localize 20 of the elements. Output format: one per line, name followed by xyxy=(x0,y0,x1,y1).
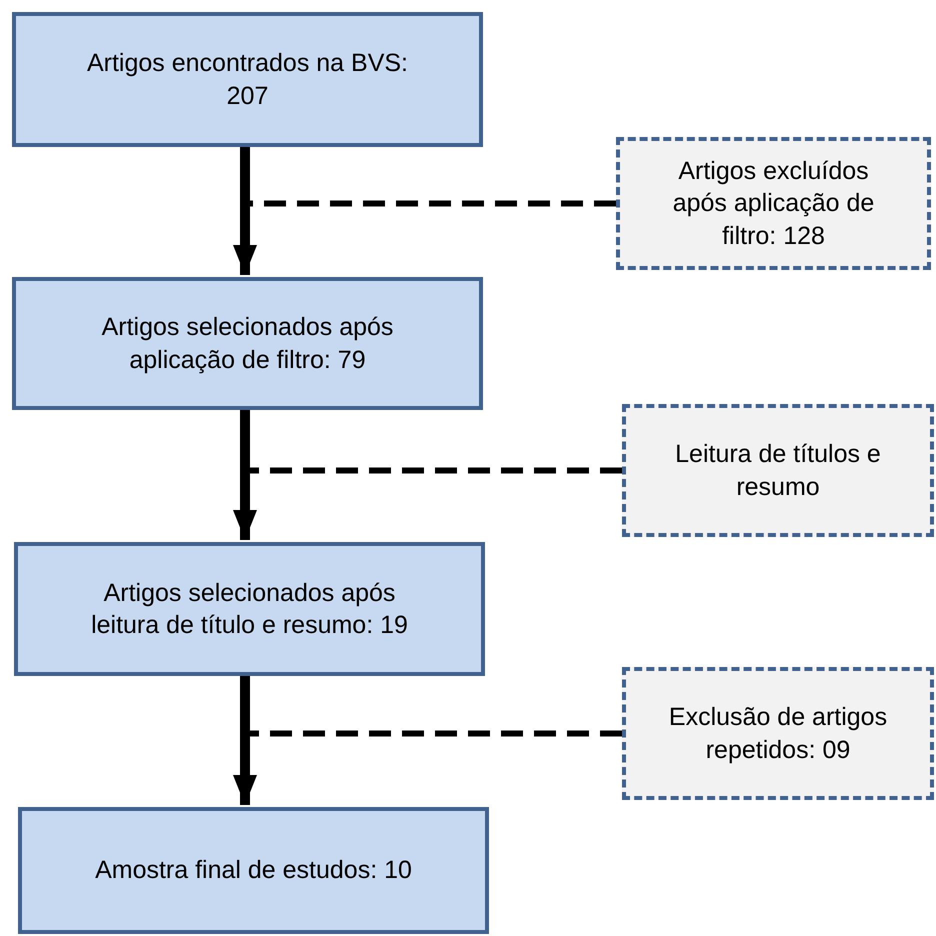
box-text: Exclusão de artigos repetidos: 09 xyxy=(668,702,888,766)
box-text: Artigos selecionados após aplicação de filtro: 79 xyxy=(100,312,394,376)
process-box xyxy=(12,277,483,410)
process-box xyxy=(18,807,489,934)
arrow xyxy=(233,676,257,805)
box-text: Leitura de títulos e resumo xyxy=(674,439,882,502)
note-box xyxy=(622,404,934,537)
arrow xyxy=(233,410,257,540)
dashed-connector xyxy=(250,730,622,736)
box-text: Amostra final de estudos: 10 xyxy=(95,855,412,886)
process-box xyxy=(12,12,483,147)
note-box xyxy=(616,137,931,270)
note-box xyxy=(622,667,934,800)
box-text: Artigos selecionados após leitura de título e resumo: 19 xyxy=(90,578,409,641)
process-box xyxy=(14,542,485,676)
box-text: Artigos excluídos após aplicação de filtro: 128 xyxy=(672,156,876,252)
box-text: Artigos encontrados na BVS: 207 xyxy=(86,48,410,112)
dashed-connector xyxy=(250,468,622,474)
dashed-connector xyxy=(250,200,616,206)
arrow xyxy=(233,147,257,275)
